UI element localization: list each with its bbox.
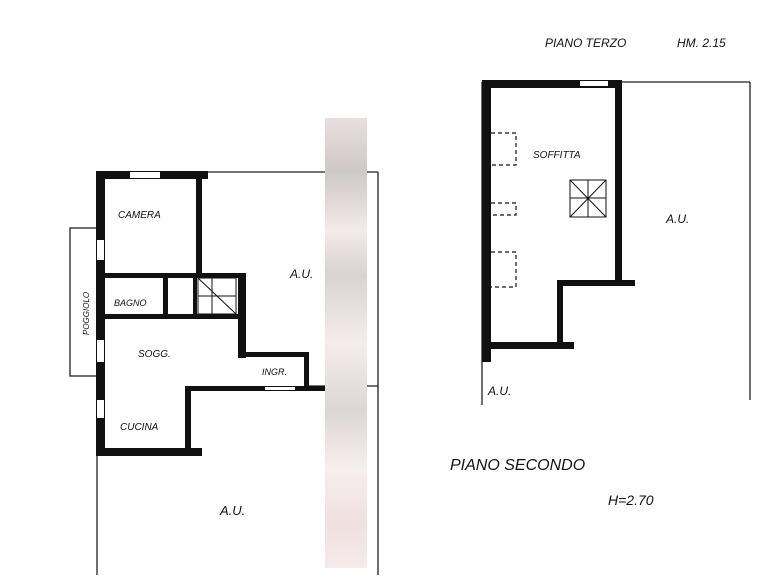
- room-bagno: BAGNO: [114, 298, 147, 308]
- lower-floor-title: PIANO SECONDO: [450, 457, 585, 474]
- upper-floor-title: PIANO TERZO: [545, 36, 626, 50]
- room-poggiolo: POGGIOLO: [82, 292, 91, 335]
- room-soggiorno: SOGG.: [138, 349, 171, 360]
- outside-label: A.U.: [219, 503, 245, 518]
- outside-label: A.U.: [289, 267, 313, 281]
- upper-stair: [569, 179, 607, 218]
- upper-floor-height: HM. 2.15: [677, 36, 726, 50]
- lower-floor-height: H=2.70: [608, 492, 654, 508]
- upper-window: [580, 81, 608, 86]
- room-soffitta: SOFFITTA: [533, 150, 581, 161]
- room-cucina: CUCINA: [120, 422, 159, 433]
- lower-stair: [197, 277, 237, 315]
- outside-label: A.U.: [487, 384, 511, 398]
- room-camera: CAMERA: [118, 210, 161, 221]
- upper-floor-walls: [482, 80, 635, 362]
- room-ingresso: INGR.: [262, 367, 287, 377]
- outside-label: A.U.: [665, 212, 689, 226]
- lower-floor-windows: [97, 172, 295, 418]
- redacted-blur-strip: [325, 118, 367, 568]
- upper-dashed-beams: [491, 132, 517, 288]
